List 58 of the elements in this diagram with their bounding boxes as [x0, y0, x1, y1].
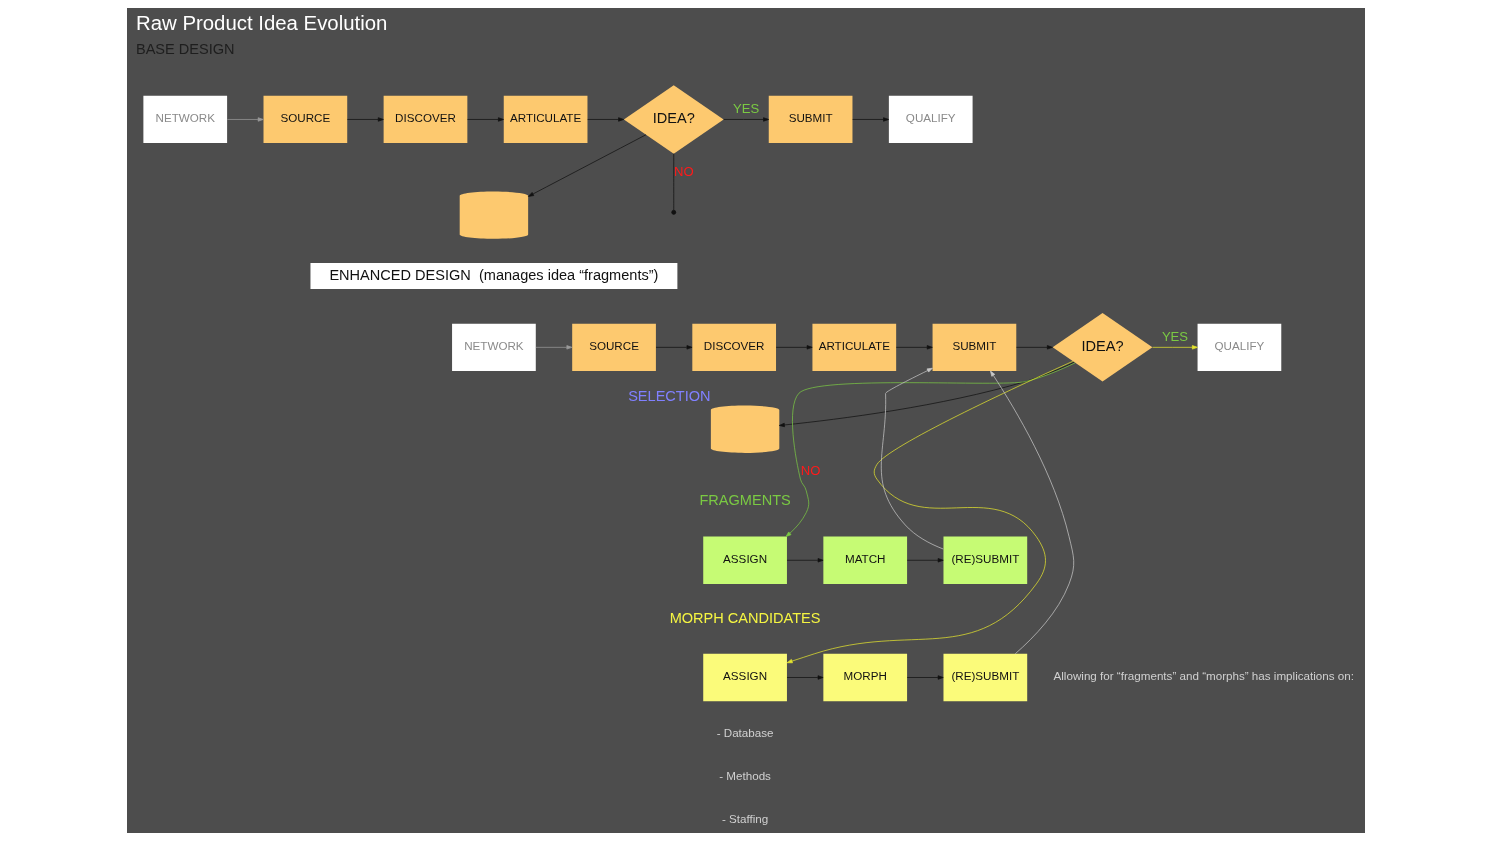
arrow [586, 117, 624, 122]
arrow [1015, 345, 1053, 350]
connector [672, 153, 674, 211]
node-diamond: IDEA? [623, 85, 724, 154]
node-box: DISCOVER [691, 323, 776, 371]
edge-label: YES [1161, 329, 1188, 345]
node-box: ASSIGN [702, 536, 787, 584]
arrow [535, 345, 572, 350]
arrow [785, 362, 1075, 537]
edge-label: YES [732, 101, 759, 117]
arrow [906, 558, 944, 563]
arrow [786, 360, 1073, 664]
node-box: SUBMIT [932, 323, 1016, 371]
edge-label: NO [800, 463, 820, 479]
node-box: NETWORK [142, 95, 227, 144]
arrow [527, 134, 646, 197]
node-box: DISCOVER [383, 95, 467, 144]
node-cylinder [710, 405, 779, 453]
arrow [778, 361, 1075, 428]
node-box: QUALIFY [1197, 323, 1281, 371]
node-box: SUBMIT [768, 95, 852, 144]
arrow [786, 675, 823, 680]
label: - Methods [718, 769, 771, 783]
node-box: ARTICULATE [811, 323, 896, 371]
node-box: SOURCE [571, 323, 656, 371]
arrow [906, 675, 944, 680]
label: FRAGMENTS [698, 492, 791, 509]
node-box: (RE)SUBMIT [943, 536, 1027, 584]
arrow [226, 117, 264, 122]
arrow [775, 345, 813, 350]
node-box: ARTICULATE [503, 95, 587, 144]
diagram-title: Raw Product Idea Evolution [135, 12, 387, 35]
arrow [880, 367, 944, 550]
arrow [722, 117, 769, 122]
arrow [346, 117, 384, 122]
label: Allowing for “fragments” and “morphs” has implications on: [1053, 669, 1354, 683]
label: - Staffing [721, 812, 768, 826]
arrow [851, 117, 889, 122]
label: - Database [716, 726, 774, 740]
node-label: SELECTION [627, 388, 711, 405]
node-box: MORPH [822, 653, 907, 702]
edge-label: NO [673, 163, 694, 179]
arrow [895, 345, 933, 350]
arrow [466, 117, 504, 122]
arrow [655, 345, 692, 350]
node-box: MATCH [822, 536, 907, 584]
arrow [989, 370, 1074, 655]
label: MORPH CANDIDATES [669, 609, 821, 626]
node-cylinder [459, 191, 528, 239]
arrow [1151, 345, 1198, 350]
arrow [786, 558, 823, 563]
node-box: ENHANCED DESIGN (manages idea “fragments”) [309, 262, 677, 290]
node-diamond: IDEA? [1052, 313, 1152, 382]
node-box: (RE)SUBMIT [943, 653, 1027, 702]
node-box: ASSIGN [702, 653, 787, 702]
node-box: SOURCE [263, 95, 347, 144]
node-box: NETWORK [451, 323, 536, 371]
node-box: QUALIFY [888, 95, 973, 144]
